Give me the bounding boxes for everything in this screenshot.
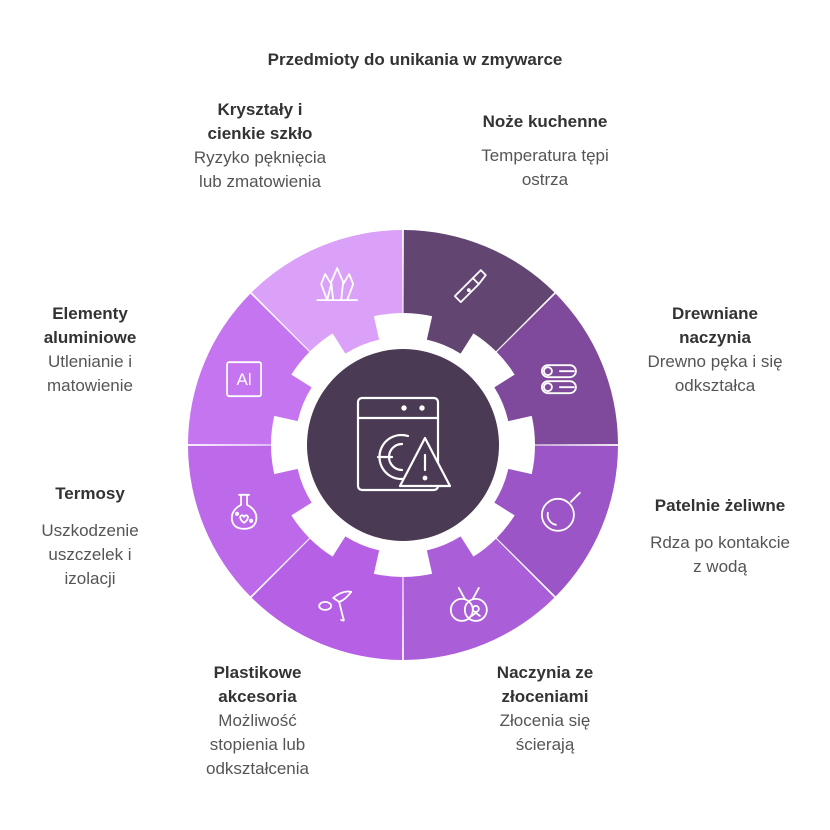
pan-icon — [541, 491, 581, 532]
item-description: Rdza po kontakcie z wodą — [650, 533, 790, 576]
item-heading: Elementy aluminiowe — [43, 304, 137, 347]
wheel-segment-7 — [251, 230, 403, 354]
logs-icon — [541, 364, 577, 395]
item-description: Złocenia się ścierają — [499, 711, 591, 754]
center-circle — [307, 349, 499, 541]
label-item-1: Drewniane naczynia Drewno pęka i się odk… — [620, 302, 810, 398]
gilded-dish-icon — [449, 587, 488, 622]
item-heading: Drewniane naczynia — [672, 304, 758, 347]
spatula-icon — [318, 590, 353, 622]
wheel-segment-3 — [403, 536, 555, 660]
wheel-segment-4 — [251, 536, 403, 660]
item-description: Ryzyko pęknięcia lub zmatowienia — [193, 148, 327, 191]
wheel-segment-6 — [188, 293, 312, 445]
diagram-title: Przedmioty do unikania w zmywarce — [267, 50, 563, 69]
item-description: Utlenianie i matowienie — [47, 352, 133, 395]
label-item-0: Noże kuchenne Temperatura tępi ostrza — [455, 110, 635, 192]
label-item-4: Plastikowe akcesoria Możliwość stopienia… — [170, 661, 345, 781]
item-heading: Termosy — [55, 484, 125, 503]
item-heading: Naczynia ze złoceniami — [496, 663, 594, 706]
item-heading: Kryształy i cienkie szkło — [207, 100, 313, 143]
label-item-7: Kryształy i cienkie szkło Ryzyko pęknięc… — [165, 98, 355, 194]
dishwasher-warning-icon — [356, 396, 452, 492]
aluminum-icon: Al — [226, 361, 262, 398]
label-item-6: Elementy aluminiowe Utlenianie i matowie… — [10, 302, 170, 398]
wheel-segment-1 — [494, 293, 618, 445]
item-heading: Plastikowe akcesoria — [213, 663, 302, 706]
item-heading: Patelnie żeliwne — [654, 496, 786, 515]
label-item-5: Termosy Uszkodzenie uszczelek i izolacji — [10, 482, 170, 591]
item-description: Drewno pęka i się odkształca — [647, 352, 783, 395]
wheel-segment-2 — [494, 445, 618, 597]
item-heading: Noże kuchenne — [482, 112, 608, 131]
item-description: Uszkodzenie uszczelek i izolacji — [41, 521, 139, 588]
aluminum-symbol: Al — [237, 370, 252, 389]
flask-icon — [230, 493, 258, 530]
item-description: Temperatura tępi ostrza — [481, 146, 609, 189]
label-item-2: Patelnie żeliwne Rdza po kontakcie z wod… — [625, 494, 815, 579]
crystal-icon — [316, 267, 359, 301]
cleaver-icon — [453, 269, 487, 303]
item-description: Możliwość stopienia lub odkształcenia — [205, 711, 309, 778]
wheel-segment-0 — [403, 230, 555, 354]
label-item-3: Naczynia ze złoceniami Złocenia się ście… — [455, 661, 635, 757]
